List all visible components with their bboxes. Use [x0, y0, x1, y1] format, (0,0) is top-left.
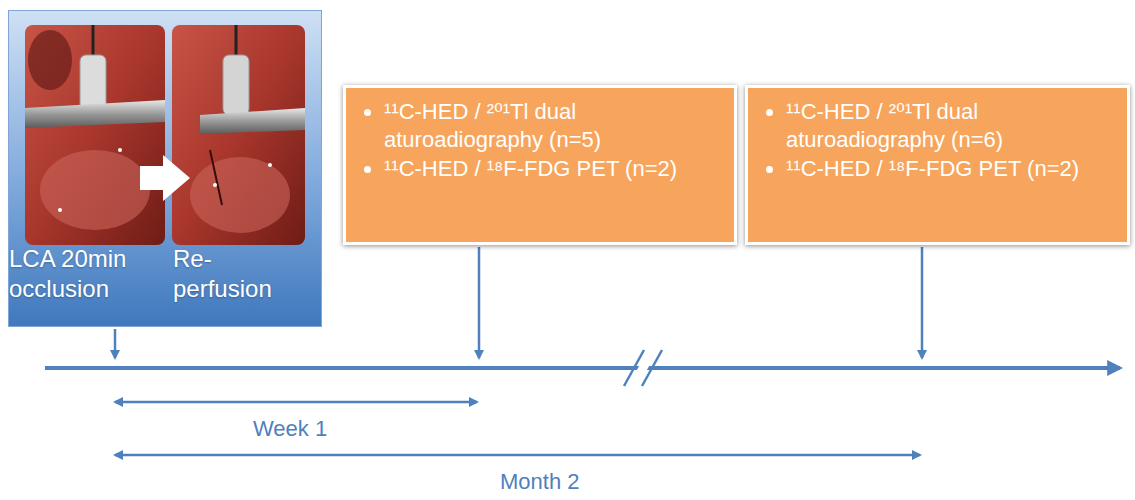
photo-glint: [213, 183, 217, 187]
procedure-panel: LCA 20min occlusionRe- perfusion: [8, 10, 322, 327]
bullet-item: ¹¹C-HED / ²⁰¹Tl dual aturoadiography (n=…: [786, 98, 1117, 153]
bullet-item: ¹¹C-HED / ¹⁸F-FDG PET (n=2): [786, 155, 1117, 183]
surgery-photo: [172, 25, 305, 245]
bullet-list: ¹¹C-HED / ²⁰¹Tl dual aturoadiography (n=…: [752, 98, 1117, 183]
step-label: Re- perfusion: [173, 244, 308, 304]
bullet-item: ¹¹C-HED / ²⁰¹Tl dual aturoadiography (n=…: [384, 98, 724, 153]
sequence-arrow: [140, 155, 190, 201]
imaging-box: ¹¹C-HED / ²⁰¹Tl dual aturoadiography (n=…: [343, 85, 737, 245]
imaging-box: ¹¹C-HED / ²⁰¹Tl dual aturoadiography (n=…: [745, 85, 1130, 245]
bullet-list: ¹¹C-HED / ²⁰¹Tl dual aturoadiography (n=…: [350, 98, 724, 183]
axis-break-gap: [628, 350, 658, 386]
time-axis: [45, 366, 1120, 370]
photo-tissue: [172, 25, 305, 245]
retractor-bar: [25, 100, 165, 128]
photo-shadow: [28, 30, 72, 90]
time-pointer: [114, 329, 117, 358]
surgery-photo: [25, 25, 165, 245]
axis-break-mark: [642, 350, 662, 386]
time-pointer: [921, 247, 924, 358]
photo-tissue: [25, 25, 165, 245]
interval-arrow: [115, 454, 920, 457]
photo-highlight: [190, 157, 290, 233]
step-label: LCA 20min occlusion: [9, 244, 159, 304]
bullet-item: ¹¹C-HED / ¹⁸F-FDG PET (n=2): [384, 155, 724, 183]
time-pointer: [478, 247, 481, 358]
axis-break-mark: [624, 350, 644, 386]
photo-panel: [8, 10, 322, 327]
retractor-bar: [200, 108, 305, 134]
interval-arrow: [115, 401, 477, 404]
photo-highlight: [40, 150, 150, 230]
duration-label: Month 2: [500, 469, 580, 494]
photo-glint: [118, 148, 122, 152]
snare-tube: [223, 55, 249, 115]
photo-glint: [268, 163, 272, 167]
coronary-artery: [210, 150, 222, 205]
snare-tube: [80, 55, 106, 110]
duration-label: Week 1: [253, 416, 327, 441]
photo-glint: [58, 208, 62, 212]
